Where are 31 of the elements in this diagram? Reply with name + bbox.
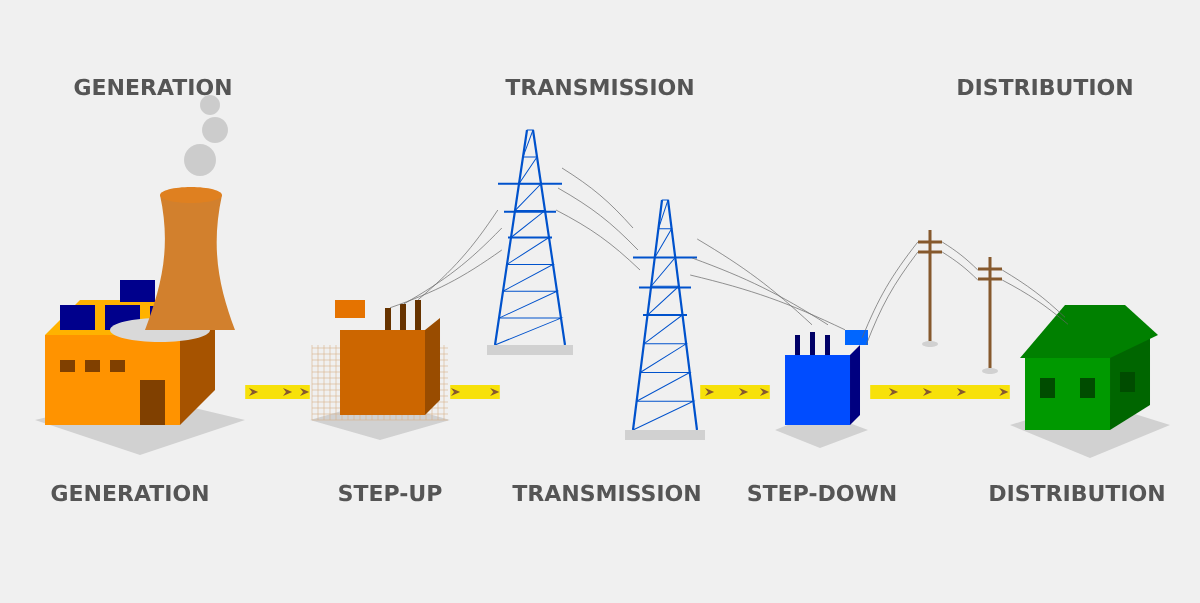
- power-line: [1001, 279, 1069, 325]
- power-plant-drawing: [35, 95, 245, 455]
- power-line: [941, 241, 979, 271]
- flow-arrow: [700, 385, 770, 399]
- power-line: [389, 249, 503, 309]
- section-heading: DISTRIBUTION: [958, 78, 1132, 96]
- transmission-tower-drawing: [487, 128, 705, 440]
- power-line: [865, 251, 919, 346]
- section-heading: GENERATION: [74, 78, 231, 96]
- utility-pole-drawing: [976, 255, 1004, 374]
- power-line: [941, 251, 979, 281]
- flow-arrow: [870, 385, 1010, 399]
- power-line: [403, 227, 503, 305]
- power-line: [417, 209, 499, 301]
- stage-label: STEP-DOWN: [748, 484, 896, 502]
- step-up-transformer-drawing: [310, 300, 450, 440]
- section-heading: TRANSMISSION: [505, 78, 693, 96]
- flow-arrow: [450, 385, 500, 399]
- stage-label: STEP-UP: [339, 484, 442, 502]
- step-down-transformer-drawing: [775, 330, 868, 448]
- utility-pole-drawing: [916, 228, 944, 347]
- stage-label: GENERATION: [51, 484, 208, 502]
- power-line: [1001, 269, 1066, 318]
- power-line: [861, 241, 919, 339]
- power-line: [689, 274, 846, 331]
- stage-label: TRANSMISSION: [512, 484, 700, 502]
- flow-arrow: [245, 385, 310, 399]
- house-drawing: [1010, 305, 1170, 458]
- power-line: [696, 238, 813, 326]
- stage-label: DISTRIBUTION: [990, 484, 1164, 502]
- power-line: [691, 257, 829, 326]
